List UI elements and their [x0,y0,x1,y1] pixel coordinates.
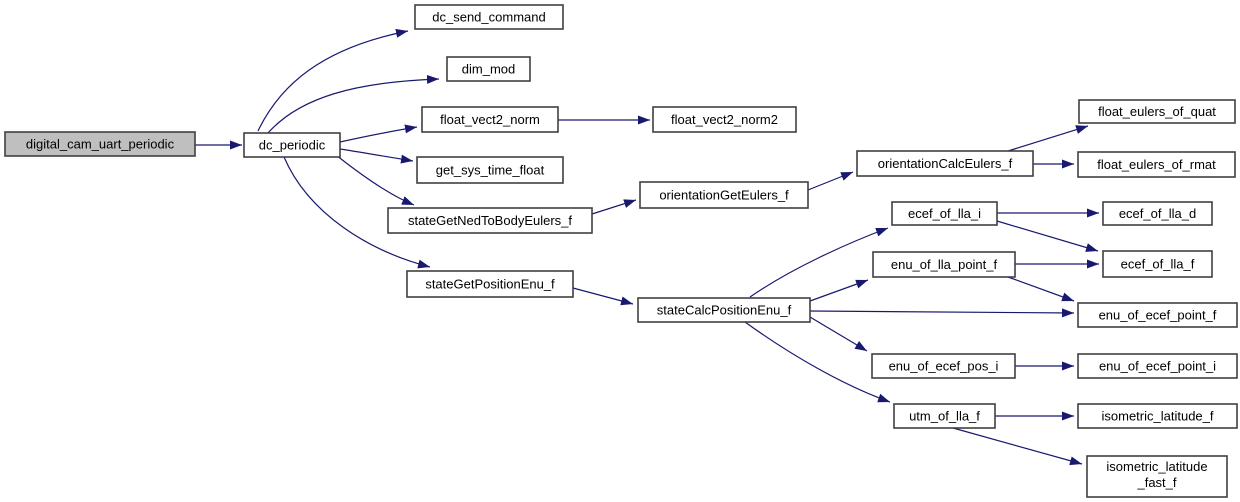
node-enu_of_ecef_point_i[interactable]: enu_of_ecef_point_i [1077,353,1238,379]
edge-enu_of_lla_point_f-to-enu_of_ecef_point_f [1007,276,1075,302]
node-get_sys_time_float[interactable]: get_sys_time_float [416,156,564,184]
node-label: float_vect2_norm2 [671,112,778,127]
node-float_eulers_of_rmat[interactable]: float_eulers_of_rmat [1077,151,1236,178]
node-label-line2: _fast_f [1136,475,1176,490]
node-label: get_sys_time_float [436,163,545,178]
node-label: float_eulers_of_rmat [1097,157,1216,172]
node-label: enu_of_ecef_pos_i [889,359,999,374]
node-label: stateGetPositionEnu_f [425,277,555,292]
node-label: enu_of_ecef_point_f [1099,308,1217,323]
node-label: orientationGetEulers_f [659,188,789,203]
node-float_vect2_norm2[interactable]: float_vect2_norm2 [652,106,797,133]
node-label: enu_of_lla_point_f [891,257,998,272]
node-digital_cam_uart_periodic[interactable]: digital_cam_uart_periodic [4,131,196,157]
node-float_eulers_of_quat[interactable]: float_eulers_of_quat [1078,99,1236,124]
edge-dc_periodic-to-stateGetPositionEnu_f [283,156,431,269]
node-enu_of_ecef_point_f[interactable]: enu_of_ecef_point_f [1077,302,1238,328]
edge-utm_of_lla_f-to-isometric_latitude_fast_f [952,427,1083,466]
node-dc_send_command[interactable]: dc_send_command [414,4,564,30]
node-label: ecef_of_lla_i [908,206,981,221]
node-label: enu_of_ecef_point_i [1099,359,1216,374]
node-label: float_eulers_of_quat [1098,104,1216,119]
node-label-line1: isometric_latitude [1106,459,1207,474]
node-label: digital_cam_uart_periodic [26,137,175,152]
node-label: stateCalcPositionEnu_f [657,303,792,318]
node-dc_periodic[interactable]: dc_periodic [243,132,341,158]
node-dim_mod[interactable]: dim_mod [446,56,531,82]
edge-dc_periodic-to-stateGetNedToBodyEulers_f [335,154,415,206]
node-label: dc_periodic [259,138,326,153]
edge-stateCalcPositionEnu_f-to-enu_of_lla_point_f [809,279,869,302]
edge-stateGetNedToBodyEulers_f-to-orientationGetEulers_f [591,199,637,215]
node-orientationGetEulers_f[interactable]: orientationGetEulers_f [639,181,809,209]
node-stateGetNedToBodyEulers_f[interactable]: stateGetNedToBodyEulers_f [387,207,593,234]
node-stateCalcPositionEnu_f[interactable]: stateCalcPositionEnu_f [637,297,811,323]
edge-dc_periodic-to-dc_send_command [257,28,409,132]
node-label: dim_mod [462,62,515,77]
edge-dc_periodic-to-float_vect2_norm [339,124,418,143]
node-label: orientationCalcEulers_f [878,156,1013,171]
node-isometric_latitude_fast_f[interactable]: isometric_latitude _fast_f [1086,455,1228,498]
node-label: isometric_latitude_f [1102,409,1214,424]
edge-stateCalcPositionEnu_f-to-ecef_of_lla_i [749,227,889,298]
node-label: float_vect2_norm [440,112,540,127]
node-stateGetPositionEnu_f[interactable]: stateGetPositionEnu_f [406,270,574,298]
edge-orientationGetEulers_f-to-orientationCalcEulers_f [807,171,854,191]
node-enu_of_lla_point_f[interactable]: enu_of_lla_point_f [872,251,1016,278]
node-isometric_latitude_f[interactable]: isometric_latitude_f [1077,403,1238,429]
edge-stateCalcPositionEnu_f-to-enu_of_ecef_pos_i [809,316,868,352]
edge-ecef_of_lla_i-to-ecef_of_lla_f [996,220,1099,252]
node-label: utm_of_lla_f [909,409,980,424]
edge-layer [195,28,1099,466]
node-orientationCalcEulers_f[interactable]: orientationCalcEulers_f [856,150,1034,177]
node-ecef_of_lla_i[interactable]: ecef_of_lla_i [891,201,998,226]
node-utm_of_lla_f[interactable]: utm_of_lla_f [893,403,996,429]
edge-stateCalcPositionEnu_f-to-enu_of_ecef_point_f [809,308,1075,318]
node-layer: digital_cam_uart_periodic dc_periodic dc… [4,4,1238,498]
node-ecef_of_lla_d[interactable]: ecef_of_lla_d [1102,201,1213,226]
node-ecef_of_lla_f[interactable]: ecef_of_lla_f [1102,250,1213,278]
edge-stateGetPositionEnu_f-to-stateCalcPositionEnu_f [572,287,634,306]
node-label: ecef_of_lla_d [1119,206,1196,221]
node-enu_of_ecef_pos_i[interactable]: enu_of_ecef_pos_i [871,353,1016,379]
edge-dc_periodic-to-dim_mod [267,74,440,134]
edge-dc_periodic-to-get_sys_time_float [339,148,414,164]
node-label: stateGetNedToBodyEulers_f [408,213,572,228]
node-label: ecef_of_lla_f [1121,257,1195,272]
edge-orientationCalcEulers_f-to-float_eulers_of_quat [1007,125,1089,152]
node-label: dc_send_command [432,10,545,25]
edge-stateCalcPositionEnu_f-to-utm_of_lla_f [744,321,891,403]
node-float_vect2_norm[interactable]: float_vect2_norm [421,106,559,133]
